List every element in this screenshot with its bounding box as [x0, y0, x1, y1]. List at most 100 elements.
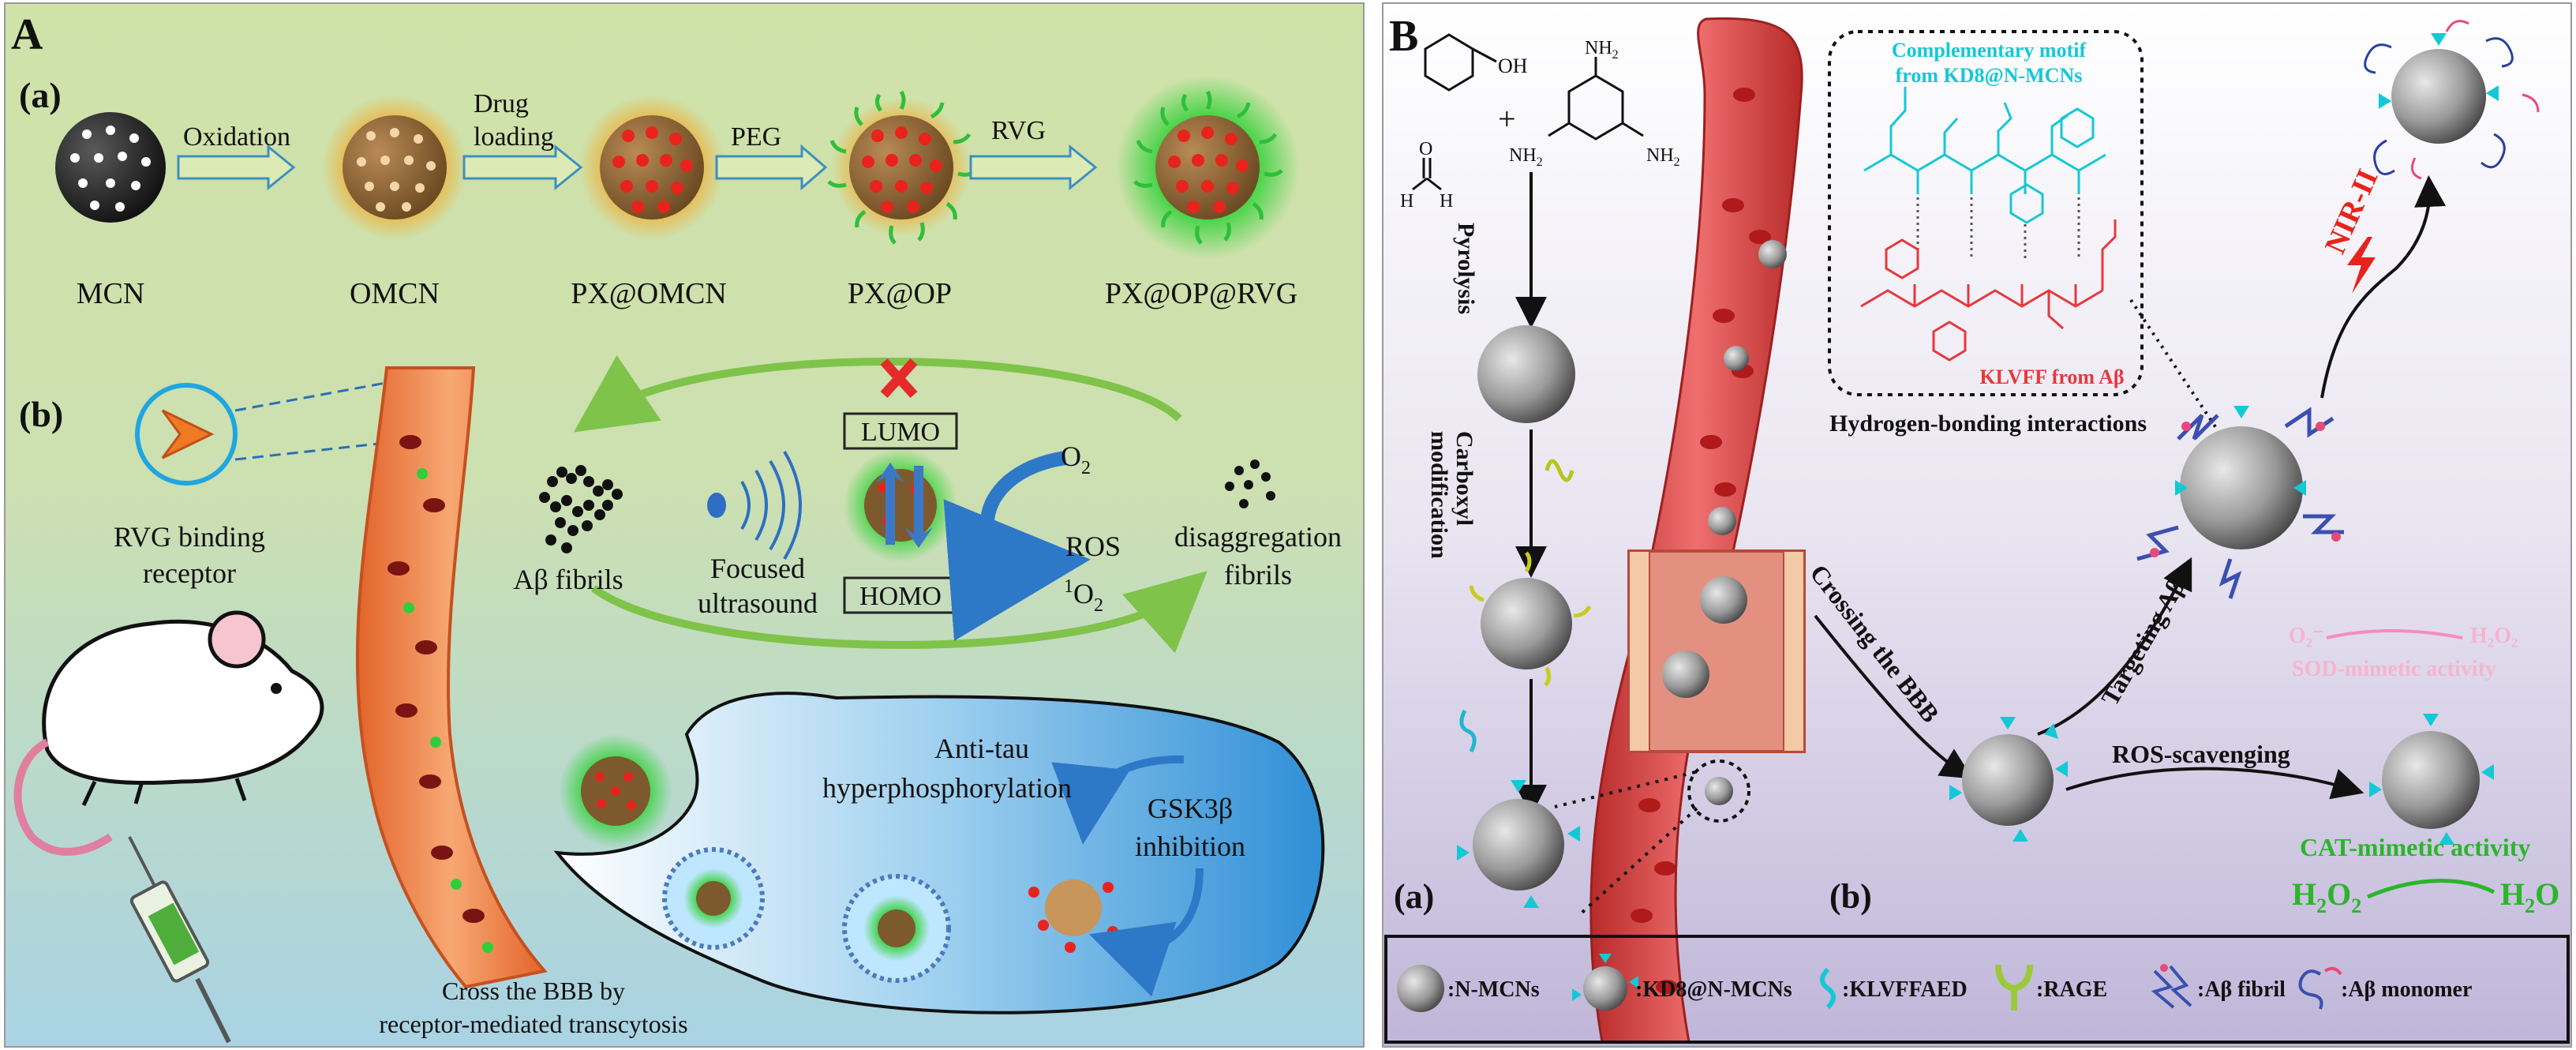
omcn-particle — [322, 95, 467, 240]
antitau-label-line1: Anti-tau — [934, 733, 1029, 764]
released-particle — [1028, 879, 1118, 953]
motif-pointer — [2129, 298, 2227, 444]
disaggregation-label-line2: fibrils — [1224, 559, 1292, 591]
formaldehyde-structure — [1412, 158, 1442, 191]
panel-a-label-b: (b) — [19, 394, 63, 434]
step-arrows — [177, 144, 1098, 191]
disaggregation-icon — [1225, 459, 1275, 508]
ros-arrow — [2065, 767, 2364, 800]
endosome-1 — [662, 847, 765, 950]
antitau-arrow — [1051, 755, 1185, 845]
legend-item-fibril: :Aβ fibril — [2197, 977, 2286, 1002]
formaldehyde-h-left: H — [1400, 191, 1413, 212]
cycle-arrow-bottom — [591, 571, 1208, 654]
arrow-label-peg: PEG — [731, 122, 781, 152]
focused-label-line2: ultrasound — [698, 587, 818, 619]
ros-scavenging-label: ROS-scavenging — [2112, 740, 2290, 768]
arrow-label-rvg: RVG — [991, 116, 1046, 145]
kd8-center-particle — [1949, 717, 2068, 842]
panel-a-letter: A — [11, 10, 43, 59]
o2-to-ros-arrow — [943, 451, 1091, 641]
legend-kd8-icon — [1572, 954, 1638, 1011]
focused-label-line1: Focused — [710, 553, 805, 584]
endosome-2 — [842, 874, 951, 983]
klvff-peptide-structure — [1860, 219, 2117, 362]
melamine-nh2-right: NH2 — [1646, 145, 1680, 169]
antitau-label-line2: hyperphosphorylation — [822, 772, 1072, 804]
panel-b-label-a: (a) — [1394, 877, 1434, 916]
px-op-particle — [827, 90, 977, 245]
panel-a-label-a: (a) — [19, 75, 62, 115]
panel-b-letter: B — [1389, 12, 1418, 61]
lightning-icon — [2347, 237, 2376, 294]
gsk-label-line1: GSK3β — [1148, 793, 1233, 824]
legend-klvffaed-icon — [1820, 967, 1836, 1010]
n-mcn-particle-1 — [1477, 325, 1575, 423]
motif-title-line2: from KD8@N-MCNs — [1896, 64, 2083, 87]
arrow-label-loading: loading — [474, 122, 554, 152]
legend-item-klvffaed: :KLVFFAED — [1842, 977, 1968, 1002]
phenol-oh: OH — [1498, 54, 1528, 77]
kd8-particle — [1457, 780, 1580, 908]
arrow-oxidation — [177, 144, 296, 191]
blocked-mark — [880, 358, 918, 399]
legend-fibril-icon — [2151, 965, 2192, 1009]
bbb-label-line2: receptor-mediated transcytosis — [379, 1010, 687, 1038]
orange-blood-vessel — [355, 366, 548, 989]
vessel-cross-section — [1627, 549, 1806, 753]
px-op-rvg-particle — [1116, 76, 1299, 259]
panel-b-label-b: (b) — [1829, 877, 1872, 916]
px-omcn-particle — [579, 95, 724, 240]
entering-particle — [559, 734, 672, 848]
step-name-mcn: MCN — [77, 277, 145, 310]
arrow-peg — [715, 144, 828, 191]
arrow-rvg — [969, 144, 1098, 191]
step-name-px-op-rvg: PX@OP@RVG — [1105, 277, 1297, 310]
legend-item-kd8: :KD8@N-MCNs — [1635, 977, 1792, 1002]
fibrils-label: Aβ fibrils — [513, 564, 623, 595]
ultrasound-icon — [707, 450, 802, 561]
cycle-arrow-top — [573, 354, 1182, 433]
melamine-nh2-left: NH2 — [1509, 145, 1543, 169]
panel-a: A (a) (b) — [4, 2, 1365, 1048]
arrow-drug-loading — [462, 144, 583, 191]
legend-item-rage: :RAGE — [2036, 977, 2107, 1002]
phenol-structure — [1424, 33, 1497, 92]
rvg-label-line2: receptor — [143, 557, 236, 589]
zoom-particle — [1705, 777, 1733, 805]
melamine-nh2-top: NH2 — [1585, 38, 1619, 62]
zoom-line-1 — [1577, 807, 1698, 917]
singlet-oxygen-label: 1O2 — [1064, 576, 1103, 616]
center-particle — [844, 448, 957, 562]
panel-b-background — [1382, 2, 2572, 1048]
legend-item-monomer: :Aβ monomer — [2341, 977, 2472, 1002]
disaggregation-label-line1: disaggregation — [1174, 521, 1342, 553]
carboxyl-label: Carboxyl — [1451, 431, 1477, 526]
step-name-px-omcn: PX@OMCN — [571, 277, 727, 310]
gsk-arrow — [1089, 868, 1204, 997]
o2-radical-label: O₂⁻ — [2289, 624, 2324, 648]
legend-nmcn-icon — [1397, 965, 1444, 1012]
klvff-label: KLVFF from Aβ — [1979, 366, 2124, 388]
abeta-fibrils-icon — [539, 465, 623, 553]
target-cluster — [2136, 406, 2344, 599]
carboxyl-particle — [1469, 551, 1592, 687]
hbond-label: Hydrogen-bonding interactions — [1829, 411, 2147, 437]
arrow-label-oxidation: Oxidation — [183, 122, 290, 152]
legend-rage-icon — [1995, 964, 2033, 1011]
syringe-illustration — [128, 836, 231, 1044]
bbb-label-line1: Cross the BBB by — [442, 977, 625, 1005]
h2o2-faint-label: H₂O₂ — [2470, 624, 2518, 648]
homo-label: HOMO — [859, 582, 942, 611]
sod-arrow — [2326, 629, 2463, 639]
legend-item-nmcn: :N-MCNs — [1447, 977, 1540, 1002]
arrow-label-drug: Drug — [474, 89, 529, 118]
nir-result-particle — [2364, 20, 2540, 180]
ros-label: ROS — [1065, 531, 1121, 562]
formaldehyde-h-right: H — [1440, 191, 1453, 212]
step-name-omcn: OMCN — [350, 277, 440, 310]
legend: :N-MCNs :KD8@N-MCNs :KLVFFAED :RAGE :Aβ … — [1384, 935, 2570, 1044]
h2o2-label: H2O2 — [2292, 876, 2361, 917]
